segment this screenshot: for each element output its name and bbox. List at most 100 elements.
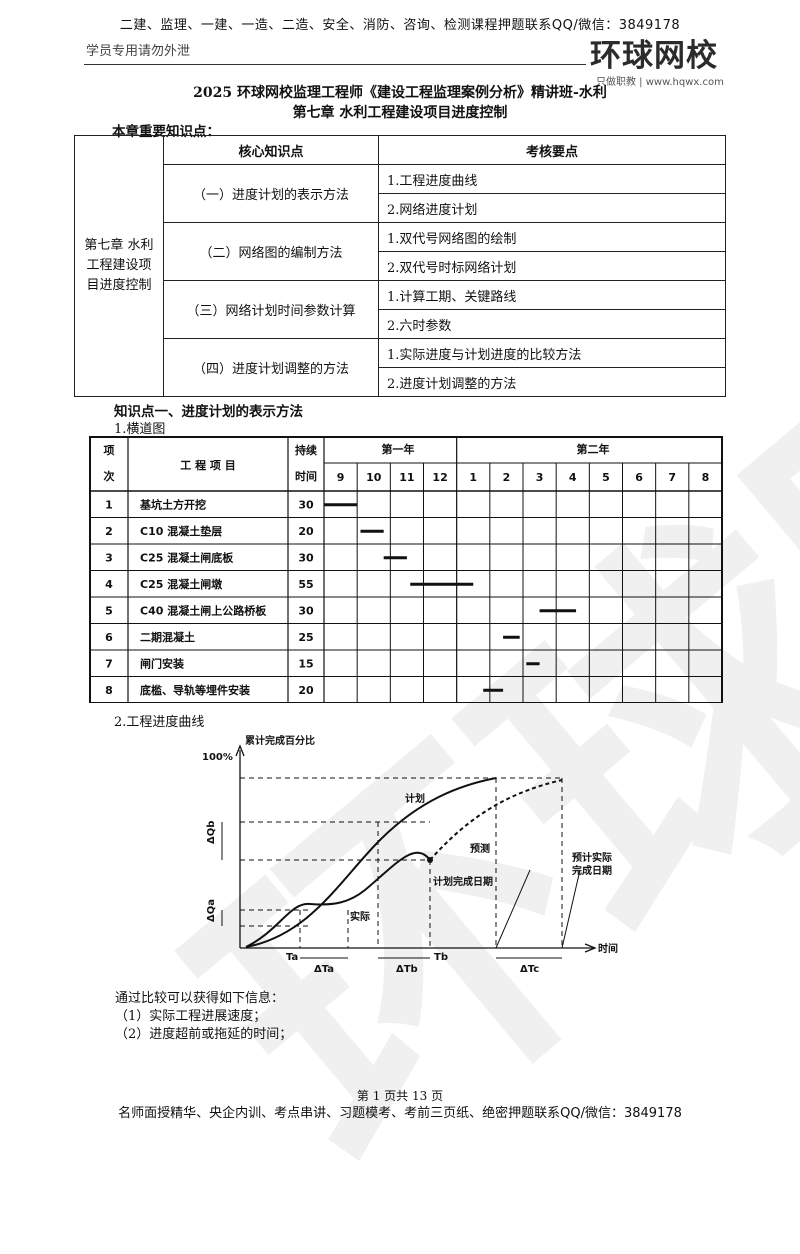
actual-label: 实际 [350, 910, 370, 923]
col-item: 工 程 项 目 [180, 458, 236, 472]
month-label: 2 [503, 471, 511, 484]
key-point: 2.双代号时标网络计划 [378, 251, 726, 281]
chapter-cell: 第七章 水利工程建设项目进度控制 [74, 135, 164, 397]
dtb-label: ΔTb [396, 964, 418, 975]
year-1: 第一年 [382, 442, 415, 456]
task-name: C40 混凝土闸上公路桥板 [140, 603, 267, 617]
ta-label: Ta [286, 952, 298, 963]
task-duration: 25 [298, 631, 313, 644]
task-duration: 30 [298, 551, 314, 564]
plan-finish-label: 计划完成日期 [433, 875, 493, 888]
page-number: 第 1 页共 13 页 [356, 1089, 444, 1103]
task-duration: 20 [298, 525, 314, 538]
task-name: 二期混凝土 [140, 630, 195, 644]
forecast-label: 预测 [470, 842, 490, 855]
key-point: 1.工程进度曲线 [378, 164, 726, 194]
col-dur-2: 时间 [295, 469, 317, 483]
header-core: 核心知识点 [163, 135, 379, 165]
task-no: 8 [105, 684, 113, 697]
y-axis-arrow [235, 744, 245, 757]
month-label: 5 [602, 471, 610, 484]
task-bar [539, 609, 577, 613]
footer-ad: 名师面授精华、央企内训、考点串讲、习题模考、考前三页纸、绝密押题联系QQ/微信：… [118, 1106, 682, 1121]
month-label: 7 [668, 471, 676, 484]
task-bar [383, 556, 407, 560]
col-item-no-1: 项 [104, 444, 115, 457]
task-name: C25 混凝土闸墩 [140, 577, 223, 591]
task-no: 6 [105, 631, 113, 644]
task-bar [503, 635, 520, 639]
core-point: （三）网络计划时间参数计算 [163, 280, 379, 339]
plan-finish-pointer [495, 869, 531, 949]
task-no: 2 [105, 525, 113, 538]
core-point: （一）进度计划的表示方法 [163, 164, 379, 223]
month-label: 10 [366, 471, 382, 484]
task-name: 基坑土方开挖 [139, 497, 206, 511]
task-name: C25 混凝土闸底板 [140, 550, 234, 564]
task-duration: 30 [298, 604, 314, 617]
forecast-finish-label-1: 预计实际 [572, 851, 612, 864]
task-bar [324, 503, 358, 507]
task-bar [483, 688, 504, 692]
conclusion-intro: 通过比较可以获得如下信息： [115, 991, 285, 1006]
key-point: 1.实际进度与计划进度的比较方法 [378, 338, 726, 368]
plan-curve [245, 777, 497, 948]
top-ad-banner: 二建、监理、一建、一造、二造、安全、消防、咨询、检测课程押题联系QQ/微信：38… [119, 18, 681, 33]
progress-curve-chart: 累计完成百分比 100% 时间 计划 预测 实际 计划完成日期 预计实际 完成日… [202, 734, 618, 975]
year-2: 第二年 [577, 442, 610, 456]
core-point: （二）网络图的编制方法 [163, 222, 379, 281]
subsection-curve: 2.工程进度曲线 [114, 715, 205, 730]
key-point: 2.进度计划调整的方法 [378, 367, 726, 397]
x-axis-arrow [584, 943, 597, 953]
chapter-title: 第七章 水利工程建设项目进度控制 [292, 105, 508, 121]
dqa-label: ΔQa [206, 899, 217, 922]
task-name: C10 混凝土垫层 [140, 524, 222, 538]
y-top-label: 100% [202, 752, 233, 763]
actual-end-dot [427, 857, 433, 863]
key-point: 1.计算工期、关键路线 [378, 280, 726, 310]
conclusion-item-1: （1）实际工程进展速度； [115, 1009, 267, 1024]
subsection-gantt: 1.横道图 [114, 422, 166, 437]
month-label: 1 [469, 471, 477, 484]
month-label: 4 [569, 471, 577, 484]
month-label: 11 [399, 471, 414, 484]
task-name: 闸门安装 [140, 656, 184, 670]
col-dur-1: 持续 [295, 443, 317, 457]
month-label: 6 [635, 471, 643, 484]
y-axis-label: 累计完成百分比 [245, 734, 315, 747]
task-bar [410, 582, 474, 586]
month-label: 12 [432, 471, 447, 484]
logo: 环球网校 只做职教 | www.hqwx.com [590, 30, 724, 88]
col-item-no-2: 次 [104, 469, 115, 483]
header-key: 考核要点 [378, 135, 726, 165]
header-divider [84, 64, 586, 65]
section-title: 知识点一、进度计划的表示方法 [114, 404, 303, 420]
key-point: 2.网络进度计划 [378, 193, 726, 223]
task-name: 底槛、导轨等埋件安装 [140, 683, 250, 697]
actual-curve [245, 851, 431, 948]
tb-label: Tb [434, 952, 448, 963]
student-note: 学员专用请勿外泄 [86, 44, 191, 59]
month-label: 8 [702, 471, 710, 484]
task-duration: 15 [298, 657, 313, 670]
doc-title: 2025 环球网校监理工程师《建设工程监理案例分析》精讲班-水利 [193, 85, 607, 101]
logo-text: 环球网校 [590, 38, 718, 74]
logo-subtitle: 只做职教 | www.hqwx.com [596, 77, 724, 88]
forecast-finish-pointer [561, 869, 581, 949]
key-point: 1.双代号网络图的绘制 [378, 222, 726, 252]
month-label: 3 [536, 471, 544, 484]
key-point: 2.六时参数 [378, 309, 726, 339]
task-duration: 20 [298, 684, 314, 697]
forecast-finish-label-2: 完成日期 [572, 864, 612, 877]
task-no: 5 [105, 604, 113, 617]
month-label: 9 [337, 471, 345, 484]
task-no: 1 [105, 498, 113, 511]
task-bar [526, 662, 540, 666]
plan-label: 计划 [405, 792, 425, 805]
task-bar [360, 529, 384, 533]
dqb-label: ΔQb [206, 821, 217, 844]
conclusion-item-2: （2）进度超前或拖延的时间； [115, 1027, 293, 1042]
task-no: 4 [105, 578, 113, 591]
task-duration: 55 [298, 578, 313, 591]
